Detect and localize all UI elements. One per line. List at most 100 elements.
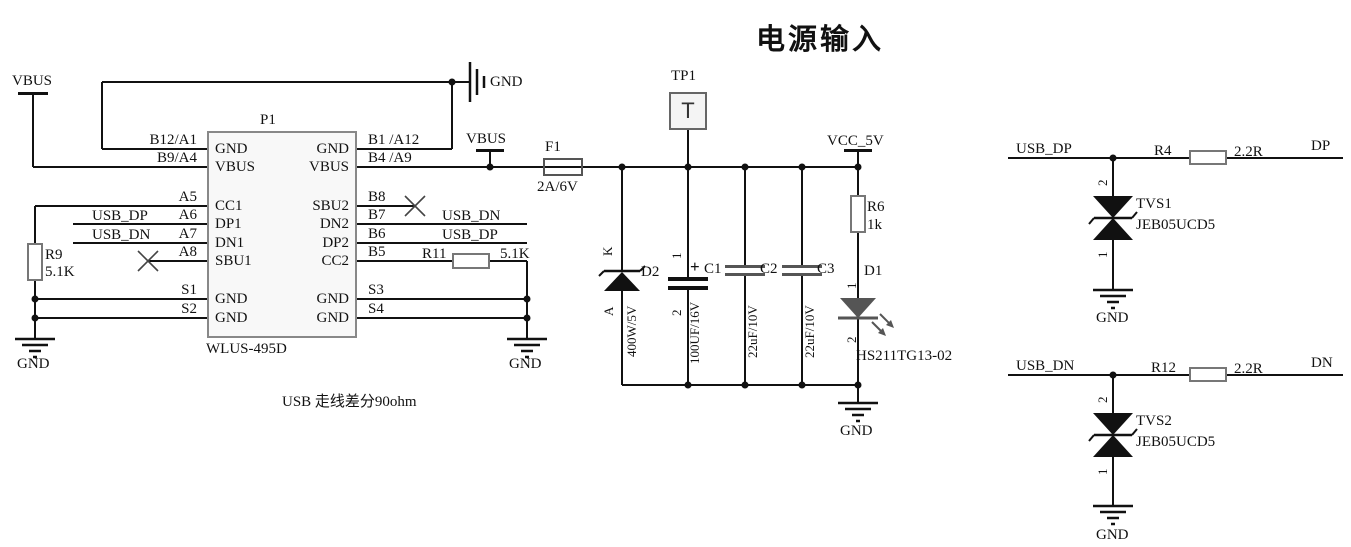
- wire: [148, 260, 207, 262]
- pin-designator: S3: [368, 282, 384, 298]
- led-symbol: [838, 298, 894, 336]
- pin-name: CC1: [215, 198, 243, 214]
- pin-designator: B1 /A12: [368, 132, 420, 148]
- pin-name: DN1: [215, 235, 245, 251]
- wire: [1112, 375, 1114, 415]
- junction-dot: [523, 295, 531, 303]
- gnd-symbol: [1093, 288, 1133, 310]
- net-label-vbus: VBUS: [12, 73, 53, 89]
- resistor-refdes: R12: [1151, 360, 1177, 376]
- routing-note: USB 走线差分90ohm: [282, 394, 417, 410]
- wire: [357, 260, 452, 262]
- pin-designator: A5: [178, 189, 197, 205]
- junction-dot: [684, 381, 692, 389]
- capacitor-value: 22uF/10V: [745, 305, 760, 358]
- pin-designator: B8: [368, 189, 386, 205]
- testpoint-tp1: T: [669, 92, 707, 130]
- wire: [687, 290, 689, 385]
- resistor-r12: [1189, 367, 1227, 382]
- zener-diode-symbol: [598, 265, 646, 291]
- fuse-refdes: F1: [545, 139, 561, 155]
- capacitor-polarity-plus: +: [690, 257, 700, 276]
- wire: [1112, 158, 1114, 198]
- resistor-refdes: R11: [422, 246, 447, 262]
- wire: [34, 280, 36, 340]
- resistor-r9: [27, 243, 43, 281]
- capacitor-plate: [668, 286, 708, 290]
- pin-designator: B9/A4: [156, 150, 197, 166]
- capacitor-value: 100UF/16V: [687, 301, 702, 364]
- gnd-label: GND: [490, 74, 523, 90]
- junction-dot: [618, 163, 626, 171]
- gnd-symbol-rotated: [468, 62, 486, 102]
- gnd-symbol: [507, 337, 547, 359]
- resistor-value: 2.2R: [1234, 361, 1263, 377]
- resistor-refdes: R6: [867, 199, 885, 215]
- resistor-value: 5.1K: [500, 246, 530, 262]
- gnd-label: GND: [509, 356, 542, 372]
- diode-refdes: D2: [641, 264, 660, 280]
- junction-dot: [31, 295, 39, 303]
- junction-dot: [486, 163, 494, 171]
- diode-anode-mark: A: [601, 306, 616, 316]
- connector-part-number: WLUS-495D: [206, 341, 287, 357]
- capacitor-refdes: C2: [760, 261, 778, 277]
- resistor-r11: [452, 253, 490, 269]
- wire: [73, 242, 207, 244]
- no-connect-x-icon: [137, 250, 159, 272]
- pin-name: GND: [316, 291, 350, 307]
- junction-dot: [1109, 154, 1117, 162]
- led-part-number: HS211TG13-02: [856, 348, 953, 364]
- gnd-symbol: [838, 401, 878, 423]
- wire: [621, 289, 623, 385]
- wire: [73, 223, 207, 225]
- pin-name: DN2: [319, 216, 349, 232]
- capacitor-plate: [782, 273, 822, 276]
- pin-name: SBU1: [215, 253, 252, 269]
- capacitor-plate: [668, 277, 708, 281]
- capacitor-plate: [782, 265, 822, 268]
- wire: [801, 276, 803, 385]
- wire: [1226, 374, 1343, 376]
- power-bar-icon: [476, 149, 504, 152]
- net-label-vcc5v: VCC_5V: [827, 133, 884, 149]
- pin-name: GND: [316, 141, 350, 157]
- wire-vbus-rail: [357, 166, 858, 168]
- net-label-usb-dp: USB_DP: [1016, 141, 1072, 157]
- tvs-refdes: TVS1: [1136, 196, 1172, 212]
- wire: [857, 232, 859, 299]
- wire: [357, 298, 527, 300]
- gnd-label: GND: [17, 356, 50, 372]
- fuse-f1: [543, 158, 583, 176]
- pin-designator: B6: [368, 226, 386, 242]
- connector-p1-body: [207, 131, 357, 338]
- resistor-refdes: R4: [1154, 143, 1172, 159]
- wire: [357, 223, 527, 225]
- junction-dot: [854, 381, 862, 389]
- pin-name: GND: [215, 291, 248, 307]
- pin-designator: S2: [181, 301, 197, 317]
- power-bar-icon: [18, 92, 48, 95]
- wire: [1112, 455, 1114, 505]
- net-label-dn: DN: [1311, 355, 1333, 371]
- pin-name: GND: [215, 141, 248, 157]
- pin-name: GND: [215, 310, 248, 326]
- wire: [35, 205, 207, 207]
- wire: [102, 148, 207, 150]
- capacitor-plate: [725, 273, 765, 276]
- diode-value: 400W/5V: [624, 305, 639, 357]
- wire: [102, 81, 470, 83]
- resistor-value: 1k: [867, 217, 882, 233]
- junction-dot: [741, 381, 749, 389]
- no-connect-x-icon: [404, 195, 426, 217]
- pin-designator: A7: [178, 226, 197, 242]
- diode-cathode-mark: K: [600, 246, 615, 256]
- wire: [857, 167, 859, 196]
- junction-dot: [798, 381, 806, 389]
- wire: [489, 151, 491, 167]
- junction-dot: [854, 163, 862, 171]
- tvs-symbol: [1088, 413, 1138, 457]
- fuse-value: 2A/6V: [537, 179, 578, 195]
- testpoint-mark: T: [681, 98, 695, 123]
- wire: [490, 260, 527, 262]
